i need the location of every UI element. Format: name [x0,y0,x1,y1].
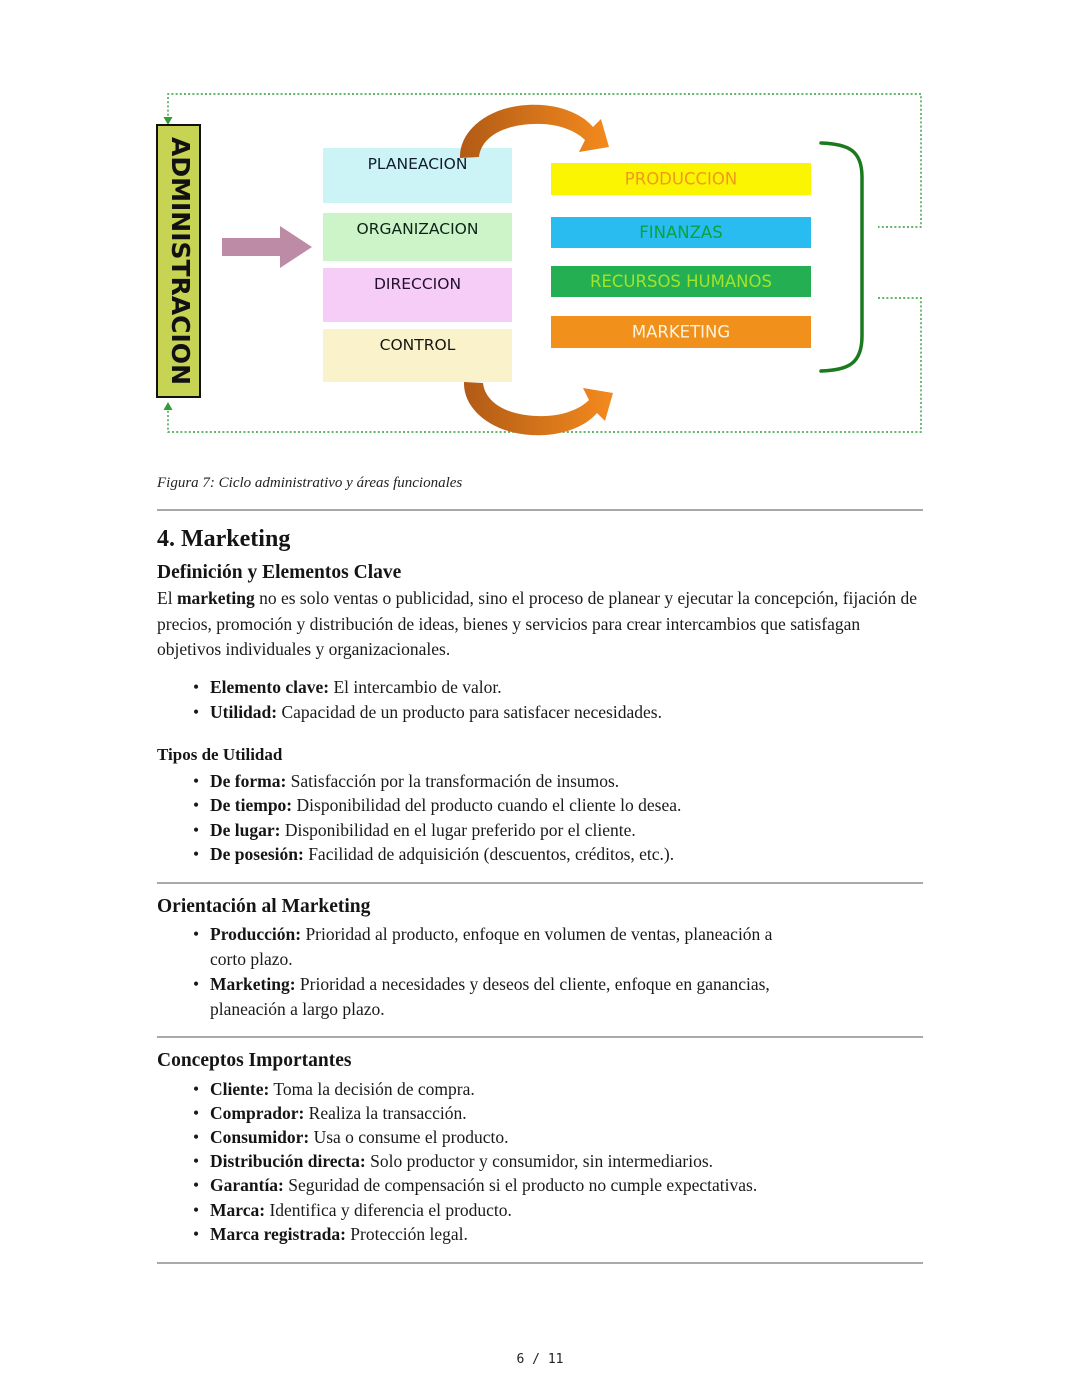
marketing-label: MARKETING [632,323,730,342]
administracion-box [156,124,201,398]
planeacion-label: PLANEACION [368,155,468,173]
desc: Toma la decisión de compra. [269,1078,475,1099]
desc: Satisfacción por la transformación de in… [286,770,620,791]
list-item: Producción: Prioridad al producto, enfoq… [193,922,923,972]
desc: Identifica y diferencia el producto. [265,1199,512,1220]
intro-rest: no es solo ventas o publicidad, sino el … [157,588,918,659]
feedback-loop-top-dashed [167,93,922,228]
list-item: De forma: Satisfacción por la transforma… [193,769,923,794]
term: De forma: [210,770,287,791]
administracion-label: ADMINISTRACION [166,137,195,385]
list-item: Marca: Identifica y diferencia el produc… [193,1198,923,1222]
list-item: De tiempo: Disponibilidad del producto c… [193,793,923,818]
desc: Seguridad de compensación si el producto… [283,1175,758,1196]
direccion-label: DIRECCION [374,275,461,293]
recursos-humanos-box [551,266,811,297]
feedback-loop-bottom-dashed [167,297,922,433]
desc: Disponibilidad en el lugar preferido por… [280,819,636,840]
section-divider [157,1261,923,1264]
list-item: Marca registrada: Protección legal. [193,1222,923,1246]
areas-bracket [819,141,864,373]
heading-definicion: Definición y Elementos Clave [157,562,402,583]
desc-line2: corto plazo. [210,948,293,969]
list-item: Comprador: Realiza la transacción. [193,1101,923,1125]
desc-line2: planeación a largo plazo. [210,998,385,1019]
term: Marca registrada: [210,1223,346,1244]
loop-arrowhead-up-icon [163,402,173,410]
term: Distribución directa: [210,1151,366,1172]
term: De posesión: [210,844,304,864]
loop-arrowhead-down-icon [163,117,173,125]
produccion-box [551,163,811,195]
term: De lugar: [210,819,281,840]
term: Marketing: [210,973,296,994]
recursos-humanos-label: RECURSOS HUMANOS [590,272,772,291]
term: Elemento clave: [210,676,330,697]
term: Garantía: [210,1175,284,1196]
term: Marca: [210,1199,266,1220]
desc: Disponibilidad del producto cuando el cl… [292,795,682,815]
heading-conceptos: Conceptos Importantes [157,1049,352,1071]
cycle-arrow-top-icon [459,104,609,158]
marketing-box [551,316,811,348]
control-label: CONTROL [380,336,456,354]
figure-caption: Figura 7: Ciclo administrativo y áreas f… [157,475,463,491]
desc: El intercambio de valor. [329,676,502,697]
organizacion-label: ORGANIZACION [357,220,479,238]
desc: Facilidad de adquisición (descuentos, cr… [303,844,675,864]
page-number: 6 / 11 [516,1352,564,1367]
term: Consumidor: [210,1126,310,1147]
main-content: 4. Marketing Definición y Elementos Clav… [157,496,923,1264]
direccion-box [323,268,512,322]
desc: Solo productor y consumidor, sin interme… [365,1151,714,1172]
list-item: Cliente: Toma la decisión de compra. [193,1077,923,1101]
organizacion-box [323,213,512,261]
produccion-label: PRODUCCION [625,170,737,189]
desc: Realiza la transacción. [304,1102,467,1123]
section-divider [157,881,923,884]
intro-pre: El [157,588,177,608]
definicion-list: Elemento clave: El intercambio de valor.… [157,675,923,726]
desc: Capacidad de un producto para satisfacer… [277,702,662,722]
admin-to-process-arrow-icon [222,226,312,268]
list-item: Utilidad: Capacidad de un producto para … [193,700,923,726]
finanzas-box [551,217,811,248]
cycle-arrow-bottom-icon [463,382,613,436]
term: De tiempo: [210,795,293,815]
control-box [323,329,512,382]
orientacion-list: Producción: Prioridad al producto, enfoq… [157,922,923,1022]
list-item: Elemento clave: El intercambio de valor. [193,675,923,701]
list-item: De lugar: Disponibilidad en el lugar pre… [193,818,923,843]
list-item: Distribución directa: Solo productor y c… [193,1149,923,1173]
list-item: Garantía: Seguridad de compensación si e… [193,1173,923,1197]
list-item: Consumidor: Usa o consume el producto. [193,1125,923,1149]
term: Comprador: [210,1102,305,1123]
desc: Usa o consume el producto. [309,1126,509,1147]
intro-paragraph: El marketing no es solo ventas o publici… [157,586,923,663]
heading-tipos: Tipos de Utilidad [157,744,283,764]
desc: Prioridad a necesidades y deseos del cli… [295,973,770,994]
desc: Protección legal. [345,1223,468,1244]
section-divider [157,509,923,511]
tipos-list: De forma: Satisfacción por la transforma… [157,769,923,867]
page-title: 4. Marketing [157,526,291,552]
term: Utilidad: [210,702,278,722]
admin-cycle-figure: ADMINISTRACION PLANEACION ORGANIZACION D… [156,93,922,436]
planeacion-box [323,148,512,203]
finanzas-label: FINANZAS [639,223,722,242]
heading-orientacion: Orientación al Marketing [157,895,371,917]
list-item: Marketing: Prioridad a necesidades y des… [193,972,923,1022]
list-item: De posesión: Facilidad de adquisición (d… [193,842,923,867]
conceptos-list: Cliente: Toma la decisión de compra. Com… [157,1077,923,1247]
term: Producción: [210,923,302,944]
section-divider [157,1035,923,1038]
term: Cliente: [210,1078,270,1099]
desc: Prioridad al producto, enfoque en volume… [301,923,773,944]
intro-bold-term: marketing [176,588,255,608]
